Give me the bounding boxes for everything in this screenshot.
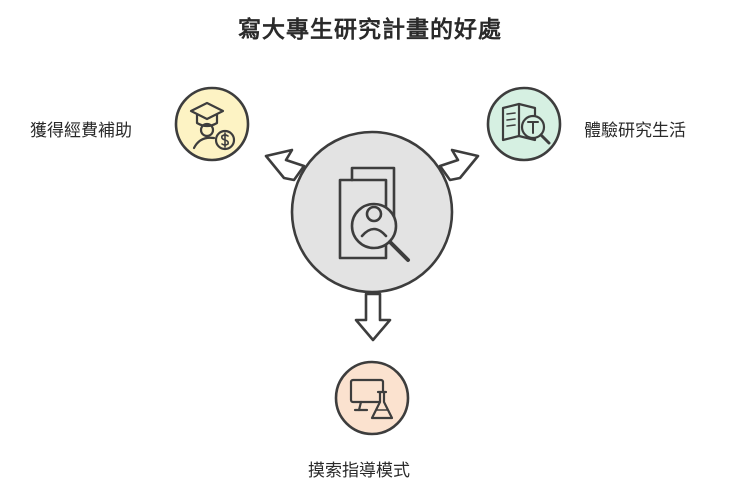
graduate-money-icon xyxy=(189,101,236,151)
benefit-node-research-life xyxy=(486,86,562,162)
researcher-document-magnifier-icon xyxy=(338,166,410,262)
computer-flask-icon xyxy=(349,378,394,420)
arrow-to-research-life xyxy=(438,148,480,182)
arrow-to-mentoring xyxy=(354,292,392,342)
benefit-label-mentoring: 摸索指導模式 xyxy=(308,461,410,481)
benefit-node-funding xyxy=(174,86,250,162)
arrow-to-funding xyxy=(264,148,306,182)
benefit-node-mentoring xyxy=(334,360,410,436)
benefit-label-funding: 獲得經費補助 xyxy=(30,121,132,141)
diagram-title: 寫大專生研究計畫的好處 xyxy=(238,17,502,43)
book-magnifier-icon xyxy=(501,102,551,145)
benefit-label-research-life: 體驗研究生活 xyxy=(584,121,686,141)
